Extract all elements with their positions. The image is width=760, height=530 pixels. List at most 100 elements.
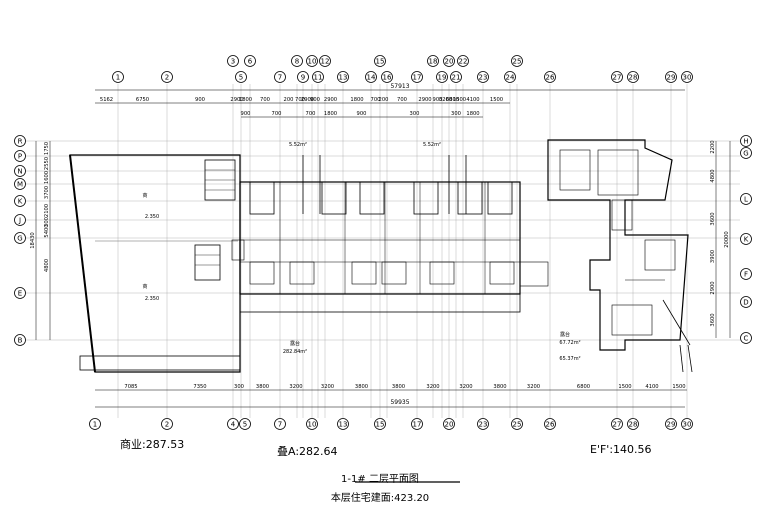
- axis-bubble-right-L: L: [740, 193, 752, 205]
- svg-text:D: D: [743, 299, 748, 307]
- commercial-upper-label: 商: [142, 192, 147, 199]
- bottom-dim-4: 3200: [289, 384, 302, 390]
- right-dim-5: 3600: [710, 313, 716, 326]
- commercial-lower-label: 商: [142, 283, 147, 290]
- svg-text:4: 4: [231, 421, 236, 429]
- overall-bottom-dim: 59935: [390, 399, 409, 406]
- axis-bubble-bottom-20: 20: [443, 418, 455, 430]
- commercial-block: [69, 154, 241, 373]
- axis-bubble-top-10: 10: [306, 55, 318, 67]
- axis-bubble-bottom-30: 30: [681, 418, 693, 430]
- bottom-dim-2: 300: [234, 384, 244, 390]
- axis-bubble-left-P: P: [14, 150, 26, 162]
- svg-text:N: N: [17, 168, 22, 176]
- commercial-lower-level: 2.350: [145, 296, 159, 302]
- svg-text:19: 19: [438, 74, 447, 82]
- axis-bubble-right-H: H: [740, 135, 752, 147]
- svg-text:20: 20: [445, 421, 454, 429]
- svg-text:9: 9: [301, 74, 305, 82]
- svg-text:3: 3: [231, 58, 235, 66]
- svg-text:23: 23: [479, 421, 488, 429]
- svg-text:27: 27: [613, 74, 622, 82]
- svg-text:29: 29: [667, 74, 676, 82]
- axis-bubble-top-20: 20: [443, 55, 455, 67]
- svg-text:E: E: [18, 290, 22, 298]
- axis-bubble-top-13: 13: [337, 71, 349, 83]
- axis-bubble-top-16: 16: [381, 71, 393, 83]
- svg-text:13: 13: [339, 421, 348, 429]
- svg-text:1: 1: [116, 74, 120, 82]
- top-dim-2-0: 900: [241, 111, 251, 117]
- residential-block: [231, 155, 549, 313]
- top-dim-2-1: 700: [272, 111, 282, 117]
- svg-text:2: 2: [165, 74, 169, 82]
- axis-bubble-bottom-2: 2: [161, 418, 173, 430]
- top-dim-2-3: 1800: [324, 111, 337, 117]
- svg-text:23: 23: [479, 74, 488, 82]
- axis-bubble-top-23: 23: [477, 71, 489, 83]
- axis-bubble-top-7: 7: [274, 71, 286, 83]
- svg-text:26: 26: [546, 421, 555, 429]
- axis-bubble-top-2: 2: [161, 71, 173, 83]
- axis-bubble-top-11: 11: [312, 71, 324, 83]
- svg-text:G: G: [743, 150, 748, 158]
- overall-top-dim: 57913: [390, 83, 409, 90]
- top-dim-1-0: 5162: [100, 97, 113, 103]
- top-dim-2-6: 300: [451, 111, 461, 117]
- svg-text:2: 2: [165, 421, 169, 429]
- svg-text:25: 25: [513, 421, 522, 429]
- left-dim-4: 2100: [44, 204, 50, 217]
- svg-text:R: R: [18, 138, 23, 146]
- axis-bubble-top-29: 29: [665, 71, 677, 83]
- axis-bubble-left-J: J: [14, 214, 26, 226]
- axis-bubble-top-9: 9: [297, 71, 309, 83]
- axis-bubble-bottom-27: 27: [611, 418, 623, 430]
- svg-text:M: M: [17, 181, 23, 189]
- axis-bubble-bottom-17: 17: [411, 418, 423, 430]
- axis-bubble-top-15: 15: [374, 55, 386, 67]
- top-dim-1-6: 200: [284, 97, 294, 103]
- axis-bubble-left-E: E: [14, 287, 26, 299]
- svg-text:7: 7: [278, 74, 282, 82]
- axis-bubble-bottom-28: 28: [627, 418, 639, 430]
- right-terrace-title: 露台: [560, 331, 570, 338]
- left-total-dim-0: 18430: [30, 232, 36, 249]
- axis-bubble-top-3: 3: [227, 55, 239, 67]
- svg-text:26: 26: [546, 74, 555, 82]
- axis-bubble-top-26: 26: [544, 71, 556, 83]
- left-dim-0: 1750: [44, 142, 50, 155]
- top-dim-1-11: 1800: [350, 97, 363, 103]
- svg-text:7: 7: [278, 421, 282, 429]
- axis-bubble-bottom-25: 25: [511, 418, 523, 430]
- svg-text:5: 5: [243, 421, 247, 429]
- svg-text:P: P: [18, 153, 22, 161]
- bottom-dim-14: 4100: [645, 384, 658, 390]
- svg-text:L: L: [744, 196, 748, 204]
- axis-bubble-right-C: C: [740, 332, 752, 344]
- axis-bubble-top-17: 17: [411, 71, 423, 83]
- top-dim-1-18: 6800: [446, 97, 459, 103]
- axis-bubble-top-8: 8: [291, 55, 303, 67]
- top-void-area-2: 5.52m²: [423, 142, 441, 148]
- svg-text:18: 18: [429, 58, 438, 66]
- left-dim-1: 2550: [44, 157, 50, 170]
- svg-text:B: B: [18, 337, 23, 345]
- bottom-dim-15: 1500: [672, 384, 685, 390]
- svg-text:28: 28: [629, 421, 638, 429]
- axis-bubble-bottom-4: 4: [227, 418, 239, 430]
- left-dim-6: 5400: [44, 224, 50, 237]
- right-dim-2: 3600: [710, 212, 716, 225]
- bottom-dim-10: 3800: [493, 384, 506, 390]
- left-dim-7: 4800: [44, 259, 50, 272]
- axis-bubble-right-K: K: [740, 233, 752, 245]
- axis-bubble-bottom-26: 26: [544, 418, 556, 430]
- top-dim-1-2: 900: [195, 97, 205, 103]
- axis-bubble-left-B: B: [14, 334, 26, 346]
- drawing-subtitle: 本层住宅建面:423.20: [330, 493, 430, 504]
- bottom-dim-0: 7085: [124, 384, 137, 390]
- right-dim-3: 3900: [710, 250, 716, 263]
